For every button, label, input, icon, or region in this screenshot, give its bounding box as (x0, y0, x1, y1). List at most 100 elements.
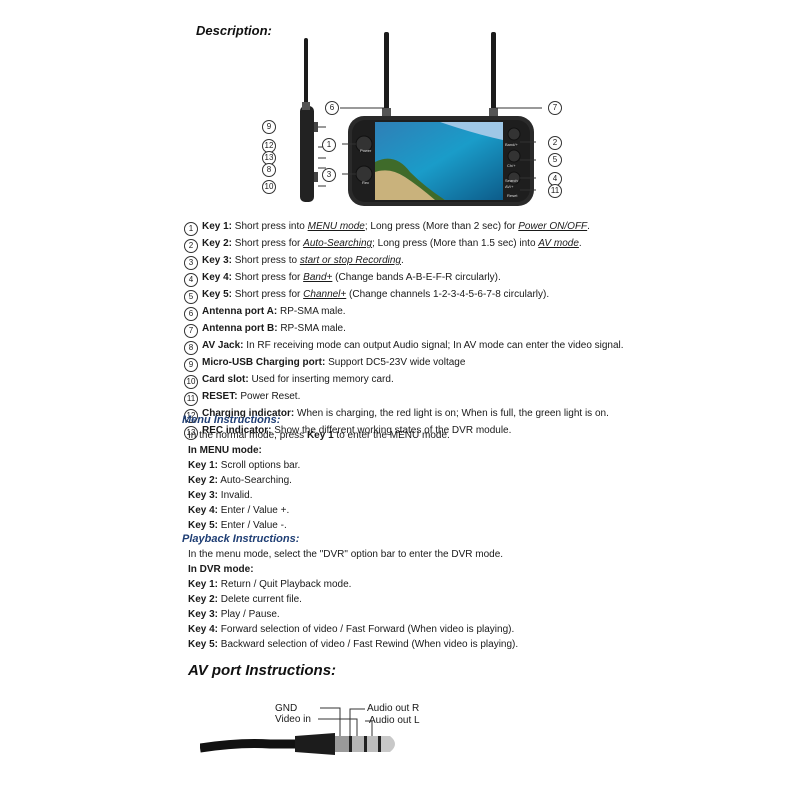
rec-label: Rec (362, 180, 370, 185)
callout-1: 1 (322, 138, 336, 152)
power-label: Power (360, 148, 372, 153)
item-number: 10 (184, 375, 198, 389)
item-text: RP-SMA male. (277, 323, 346, 334)
item-text: When is charging, the red light is on; W… (294, 408, 609, 419)
item-key: Micro-USB Charging port: (202, 357, 326, 368)
item-key: Key 5: (188, 639, 219, 650)
item-number: 2 (184, 239, 198, 253)
antenna-b (491, 32, 496, 112)
item-text: Return / Quit Playback mode. (218, 579, 352, 590)
intro-text: In the normal mode, press (188, 430, 307, 441)
item-key: Key 4: (188, 505, 219, 516)
item-key: REC indicator: (202, 425, 272, 436)
item-text: Short press for (232, 272, 304, 283)
list-item: Key 3: Play / Pause. (188, 607, 518, 622)
item-key: Key 5: (202, 289, 233, 300)
item-key: Key 5: (188, 520, 219, 531)
item-text: In RF receiving mode can output Audio si… (243, 340, 624, 351)
item-text: Short press for (232, 289, 304, 300)
item-key: AV Jack: (202, 340, 244, 351)
item-number: 8 (184, 341, 198, 355)
list-item: Key 3: Invalid. (188, 488, 450, 503)
menu-intro: In the normal mode, press Key 1 to enter… (188, 428, 450, 443)
dvr-mode-heading: In DVR mode: (188, 564, 254, 575)
item-key: Key 1: (202, 221, 233, 232)
item-text: Scroll options bar. (218, 460, 301, 471)
item-text: Power Reset. (237, 391, 301, 402)
item-text: Support DC5-23V wide voltage (325, 357, 466, 368)
item-text: RP-SMA male. (277, 306, 346, 317)
item-text: Show the different working states of the… (271, 425, 512, 436)
playback-instructions: In the menu mode, select the "DVR" optio… (188, 547, 518, 652)
item-text: (Change channels 1-2-3-4-5-6-7-8 circula… (346, 289, 550, 300)
item-text: . (587, 221, 590, 232)
list-item: Key 2: Auto-Searching. (188, 473, 450, 488)
item-emphasis: MENU mode (307, 221, 365, 232)
callout-2: 2 (548, 136, 562, 150)
antenna-a (384, 32, 389, 112)
menu-mode-heading: In MENU mode: (188, 445, 262, 456)
playback-intro: In the menu mode, select the "DVR" optio… (188, 549, 504, 560)
item-text: Enter / Value -. (218, 520, 287, 531)
menu-instructions: In the normal mode, press Key 1 to enter… (188, 428, 450, 533)
item-emphasis: AV mode (538, 238, 579, 249)
item-key: Key 4: (202, 272, 233, 283)
item-key: Charging indicator: (202, 408, 295, 419)
list-item: Key 5: Enter / Value -. (188, 518, 450, 533)
item-text: Delete current file. (218, 594, 302, 605)
item-number: 3 (184, 256, 198, 270)
item-text: Backward selection of video / Fast Rewin… (218, 639, 519, 650)
receiver-device-illustration (300, 32, 542, 206)
playback-instructions-title: Playback Instructions: (182, 533, 300, 545)
item-number: 1 (184, 222, 198, 236)
item-emphasis: Band+ (303, 272, 333, 283)
item-number: 4 (184, 273, 198, 287)
search-label: Search (505, 178, 518, 183)
ch-label: Ch/+ (507, 163, 516, 168)
item-emphasis: Power ON/OFF (518, 221, 588, 232)
list-item: Key 4: Enter / Value +. (188, 503, 450, 518)
item-text: Auto-Searching. (218, 475, 292, 486)
item-text: Forward selection of video / Fast Forwar… (218, 624, 515, 635)
item-key: Key 3: (202, 255, 233, 266)
item-text: Short press for (232, 238, 304, 249)
list-item: Key 2: Delete current file. (188, 592, 518, 607)
menu-instructions-title: Menu Instructions: (182, 414, 281, 426)
list-item: Key 4: Forward selection of video / Fast… (188, 622, 518, 637)
list-item: Key 5: Backward selection of video / Fas… (188, 637, 518, 652)
list-item: 7 Antenna port B: RP-SMA male. (184, 321, 624, 338)
audio-out-r-label: Audio out R (367, 703, 420, 714)
item-number: 5 (184, 290, 198, 304)
callout-9: 9 (262, 120, 276, 134)
item-key: Key 3: (188, 490, 219, 501)
item-text: Used for inserting memory card. (248, 374, 394, 385)
reset-label: Reset (507, 193, 518, 198)
item-key: Key 2: (188, 594, 219, 605)
item-key: Antenna port B: (202, 323, 278, 334)
list-item: Key 1: Return / Quit Playback mode. (188, 577, 518, 592)
item-number: 7 (184, 324, 198, 338)
callout-8: 8 (262, 163, 276, 177)
item-text: Short press to (232, 255, 300, 266)
callout-5: 5 (548, 153, 562, 167)
callout-10: 10 (262, 180, 276, 194)
item-text: Invalid. (218, 490, 253, 501)
band-label: Band/+ (505, 142, 518, 147)
item-text: ; Long press (More than 2 sec) for (364, 221, 519, 232)
intro-text: to enter the MENU mode. (333, 430, 450, 441)
list-item: 8 AV Jack: In RF receiving mode can outpu… (184, 338, 624, 355)
intro-key: Key 1 (306, 430, 334, 441)
callout-6: 6 (325, 101, 339, 115)
item-text: Enter / Value +. (218, 505, 290, 516)
